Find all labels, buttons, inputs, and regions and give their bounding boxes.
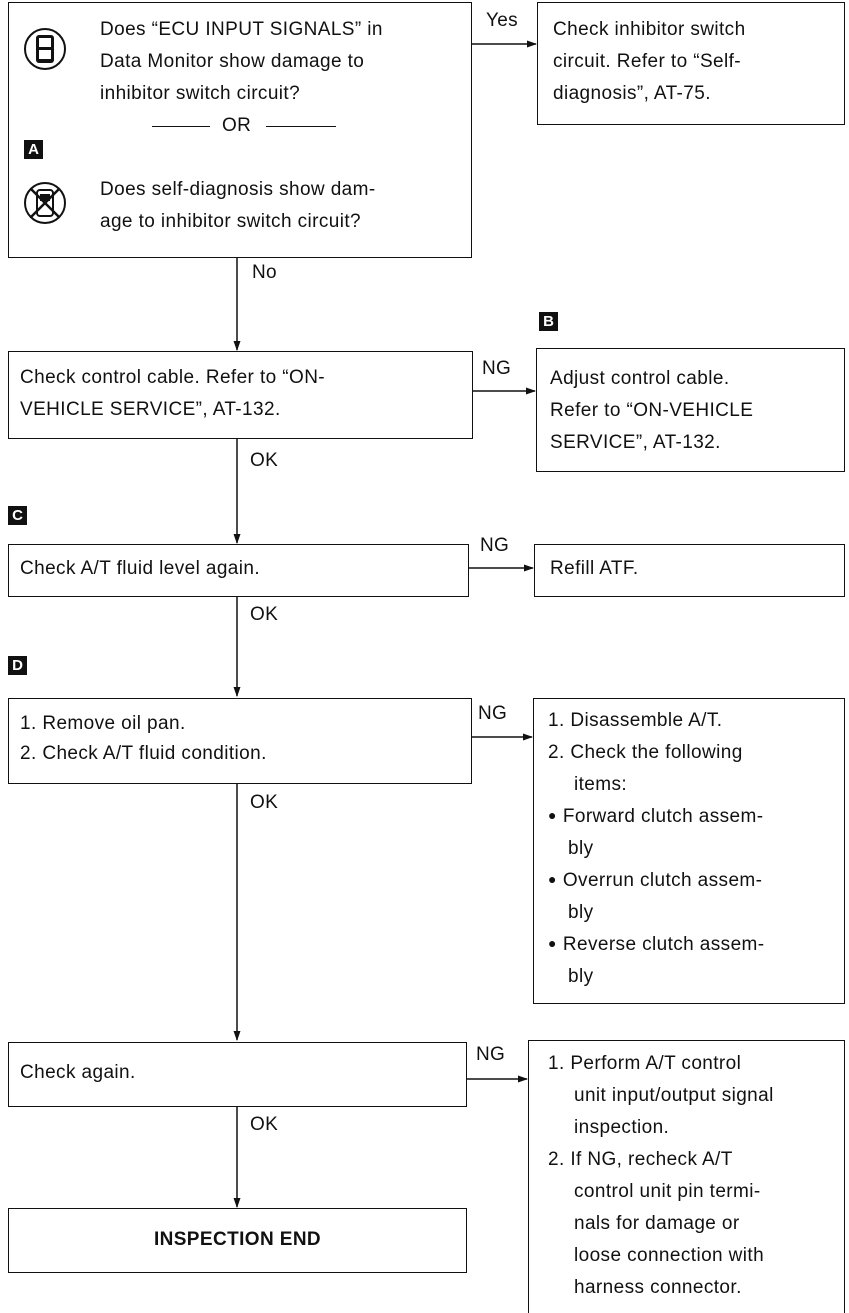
adjust-control-cable-line2: Refer to “ON-VEHICLE: [550, 400, 754, 421]
perform-inspection-line7: loose connection with: [574, 1245, 765, 1266]
check-fluid-level-text: Check A/T fluid level again.: [20, 558, 261, 579]
step3-ng-label: NG: [480, 535, 510, 556]
perform-inspection-line2: unit input/output signal: [574, 1085, 774, 1106]
perform-inspection-line5: control unit pin termi-: [574, 1181, 761, 1202]
check-fluid-level-box: [8, 544, 469, 597]
check-control-cable-box: [8, 351, 473, 439]
disassemble-line3: items:: [574, 774, 628, 795]
perform-inspection-box: [528, 1040, 845, 1313]
reverse-clutch-item-cont: bly: [568, 966, 594, 987]
yes-result-box: [537, 2, 845, 125]
inspection-end-box: [8, 1208, 467, 1273]
perform-inspection-line6: nals for damage or: [574, 1213, 740, 1234]
perform-inspection-line1: 1. Perform A/T control: [548, 1053, 742, 1074]
yes-result-line2: circuit. Refer to “Self-: [553, 51, 742, 72]
check-again-text: Check again.: [20, 1062, 136, 1083]
or-label: OR: [222, 115, 252, 136]
step5-ok-label: OK: [250, 1114, 279, 1135]
yes-result-line3: diagnosis”, AT-75.: [553, 83, 711, 104]
marker-b: B: [539, 312, 558, 331]
remove-oil-pan-line2: 2. Check A/T fluid condition.: [20, 743, 267, 764]
step3-ok-label: OK: [250, 604, 279, 625]
step1-question1-line1: Does “ECU INPUT SIGNALS” in: [100, 19, 383, 40]
marker-c: C: [8, 506, 27, 525]
check-control-cable-line2: VEHICLE SERVICE”, AT-132.: [20, 399, 281, 420]
step1-box: [8, 2, 472, 258]
step1-question1-line2: Data Monitor show damage to: [100, 51, 365, 72]
forward-clutch-item-cont: bly: [568, 838, 594, 859]
reverse-clutch-item: Reverse clutch assem-: [548, 929, 765, 961]
step5-ng-label: NG: [476, 1044, 506, 1065]
step2-ng-label: NG: [482, 358, 512, 379]
overrun-clutch-item: Overrun clutch assem-: [548, 865, 762, 897]
perform-inspection-line4: 2. If NG, recheck A/T: [548, 1149, 733, 1170]
forward-clutch-item: Forward clutch assem-: [548, 801, 763, 833]
check-again-box: [8, 1042, 467, 1107]
yes-result-line1: Check inhibitor switch: [553, 19, 746, 40]
disassemble-line2: 2. Check the following: [548, 742, 743, 763]
or-divider-right: [266, 126, 336, 127]
refill-atf-box: [534, 544, 845, 597]
marker-d: D: [8, 656, 27, 675]
inspection-end-label: INSPECTION END: [153, 1229, 322, 1250]
yes-label: Yes: [486, 10, 518, 31]
overrun-clutch-item-cont: bly: [568, 902, 594, 923]
step4-ng-label: NG: [478, 703, 508, 724]
step1-question2-line1: Does self-diagnosis show dam-: [100, 179, 376, 200]
check-control-cable-line1: Check control cable. Refer to “ON-: [20, 367, 326, 388]
step4-ok-label: OK: [250, 792, 279, 813]
no-tester-icon: [22, 180, 68, 226]
no-label: No: [252, 262, 277, 283]
adjust-control-cable-line3: SERVICE”, AT-132.: [550, 432, 721, 453]
perform-inspection-line8: harness connector.: [574, 1277, 742, 1298]
disassemble-line1: 1. Disassemble A/T.: [548, 710, 723, 731]
step1-question2-line2: age to inhibitor switch circuit?: [100, 211, 361, 232]
adjust-control-cable-box: [536, 348, 845, 472]
step2-ok-label: OK: [250, 450, 279, 471]
adjust-control-cable-line1: Adjust control cable.: [550, 368, 730, 389]
consult-tester-icon: [22, 26, 68, 72]
or-divider-left: [152, 126, 210, 127]
remove-oil-pan-box: [8, 698, 472, 784]
step1-question1-line3: inhibitor switch circuit?: [100, 83, 301, 104]
marker-a: A: [24, 140, 43, 159]
remove-oil-pan-line1: 1. Remove oil pan.: [20, 713, 186, 734]
refill-atf-text: Refill ATF.: [550, 558, 639, 579]
perform-inspection-line3: inspection.: [574, 1117, 670, 1138]
